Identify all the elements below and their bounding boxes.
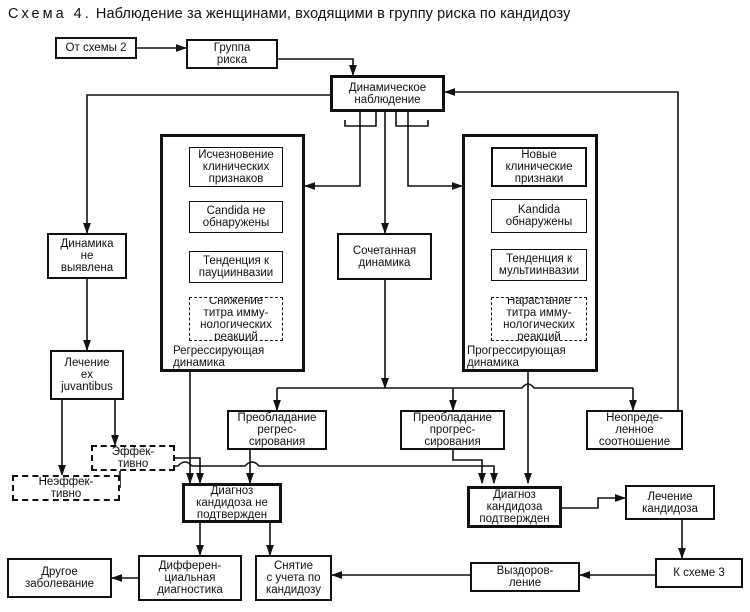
deregistration-box: Снятие с учета по кандидозу [255,555,332,601]
predominance-regression-box: Преобладание регрес- сирования [227,410,327,450]
dynamic-observation-box: Динамическое наблюдение [330,75,445,112]
regress-item-4: Снижение титра имму- нологических реакци… [189,297,283,341]
arrow-observation-to-regress-panel [303,112,361,190]
arrow-observation-to-dynamics-not-found [83,94,330,235]
progress-item-2: Kandida обнаружены [491,199,587,233]
diagnosis-not-confirmed-box: Диагноз кандидоза не подтвержден [182,483,282,523]
treatment-ex-juvantibus-box: Лечение ex juvantibus [50,350,124,400]
diagram-title-text: Наблюдение за женщинами, входящими в гру… [95,6,571,22]
ineffective-box: Неэффек- тивно [12,475,120,501]
progress-item-4: Нарастание титра имму- нологических реак… [491,297,587,341]
differential-diagnosis-box: Дифферен- циальная диагностика [138,555,242,601]
arrow-indeterminate-to-observation [443,88,679,410]
risk-group-box: Группа риска [186,39,278,69]
regress-item-3: Тенденция к пауциинвазии [189,251,283,283]
arrow-observation-to-progress-panel-top [395,112,429,127]
combined-dynamics-box: Сочетанная динамика [337,233,432,280]
diagnosis-confirmed-box: Диагноз кандидоза подтвержден [467,486,562,528]
regressing-dynamics-panel: Исчезновение клинических признаков Candi… [160,134,305,372]
regress-item-1: Исчезновение клинических признаков [189,147,283,187]
effective-box: Эффек- тивно [91,445,175,471]
diagram-title: Схема 4. Наблюдение за женщинами, входящ… [8,6,570,22]
progress-item-1: Новые клинические признаки [491,147,587,187]
candidiasis-treatment-box: Лечение кандидоза [625,485,715,520]
progress-item-3: Тенденция к мультиинвазии [491,249,587,281]
arrow-diagnosis-confirmed-to-treatment [562,494,627,509]
indeterminate-ratio-box: Неопреде- ленное соотношение [586,410,683,450]
regress-item-2: Candida не обнаружены [189,201,283,233]
recovery-box: Выздоров- ление [470,562,580,592]
arrow-observation-to-progress-panel [407,112,464,190]
dynamics-not-found-box: Динамика не выявлена [47,233,127,279]
from-scheme2-box: От схемы 2 [55,37,137,59]
diagram-title-lead: Схема 4. [8,6,92,22]
regressing-dynamics-label: Регрессирующая динамика [173,345,265,369]
progressing-dynamics-panel: Новые клинические признаки Kandida обнар… [462,134,598,372]
arrow-ineffective-to-diagnosis-confirmed [119,461,498,488]
predominance-progression-box: Преобладание прогрес- сирования [400,410,505,450]
arrow-risk-group-to-observation [278,58,357,77]
line-branch-bus [277,383,633,389]
arrow-progression-to-diagnosis-confirmed [452,450,486,485]
other-disease-box: Другое заболевание [7,558,112,598]
to-scheme3-box: К схеме 3 [655,558,743,588]
progressing-dynamics-label: Прогрессирующая динамика [467,345,566,369]
arrow-effective-to-diagnosis-not-confirmed [175,457,204,485]
